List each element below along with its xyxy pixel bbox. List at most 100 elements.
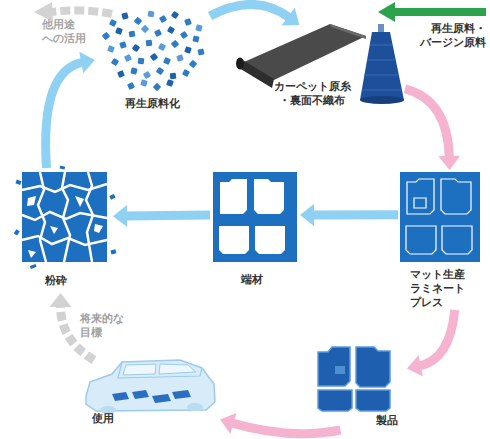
label-group: 製品 xyxy=(376,414,406,428)
arrow-shaft xyxy=(46,62,84,168)
car-mats xyxy=(112,390,191,403)
car-mat xyxy=(112,392,129,401)
crack xyxy=(38,172,46,262)
car-window xyxy=(159,364,196,374)
pellet xyxy=(171,40,179,48)
node-label: 製品 xyxy=(376,414,406,428)
flow-arrow xyxy=(407,310,455,377)
crushed-box xyxy=(22,172,107,262)
fragment xyxy=(30,264,37,269)
arrow-shaft xyxy=(405,89,449,158)
car-window xyxy=(123,364,156,375)
mat-outline xyxy=(442,226,472,254)
pellet xyxy=(195,24,202,31)
heel-pad xyxy=(335,366,345,374)
arrow-head xyxy=(50,293,72,307)
label-group: 粉砕 xyxy=(45,274,75,288)
pellet xyxy=(130,67,137,74)
carpet-roll xyxy=(239,59,274,88)
stage-node: 再生原料化 xyxy=(95,5,210,115)
label-group: 端材 xyxy=(241,273,271,287)
pellet xyxy=(167,26,175,34)
fragment xyxy=(60,166,66,170)
crack xyxy=(86,172,93,262)
car-mat xyxy=(132,390,149,399)
fragment-gap xyxy=(50,226,58,234)
yarn-stripes xyxy=(362,45,401,90)
pellet xyxy=(197,48,204,55)
pellet xyxy=(163,57,171,65)
fragment xyxy=(109,194,115,200)
mat-outline xyxy=(441,179,471,214)
node-label: 再生原料化 xyxy=(95,97,210,111)
pellet xyxy=(176,54,183,61)
pellet xyxy=(109,19,117,27)
free-label: 再生原料・ バージン原料 xyxy=(418,22,486,50)
product-mat xyxy=(318,347,350,386)
car-mat xyxy=(172,390,191,399)
yarn-cone xyxy=(360,32,404,100)
offcut-box xyxy=(213,172,297,262)
crack xyxy=(22,236,107,245)
node-label: マット生産 ラミネート プレス xyxy=(410,268,472,310)
product-mats xyxy=(318,347,390,411)
loose-fragments xyxy=(14,166,117,269)
pellet xyxy=(141,25,149,33)
pellet xyxy=(170,73,177,80)
pellet xyxy=(127,82,135,90)
carpet-sheet xyxy=(244,24,366,80)
flow-arrow xyxy=(220,413,341,434)
pellet xyxy=(166,79,174,87)
pellet xyxy=(119,41,127,49)
yarn-base xyxy=(360,96,404,104)
arrow-head xyxy=(79,52,95,74)
free-label: 他用途 への活用 xyxy=(42,18,88,46)
pellet xyxy=(121,12,128,19)
pellet xyxy=(180,31,188,39)
pellet xyxy=(143,71,151,79)
fragment-gap xyxy=(28,250,36,258)
crush-cracks xyxy=(22,172,107,262)
fragment-gap xyxy=(75,196,84,207)
arrow-head xyxy=(438,156,460,170)
product-mat xyxy=(356,390,390,411)
stage-node: 使用 xyxy=(80,360,220,430)
pellet xyxy=(154,29,162,37)
node-label: カーペット原糸 ・裏面不織布 xyxy=(270,80,354,108)
pellet xyxy=(140,79,147,86)
label-group: マット生産 ラミネート プレス xyxy=(410,268,472,310)
car-beltline xyxy=(118,362,202,378)
stage-node: 製品 xyxy=(312,342,407,430)
mat-outline xyxy=(414,198,426,208)
label-group: 再生原料化 xyxy=(95,97,210,111)
pellet xyxy=(129,31,136,38)
pellet xyxy=(148,11,155,18)
arrow-shaft xyxy=(125,215,210,216)
node-label: 使用 xyxy=(92,412,122,426)
mat-outline xyxy=(407,179,434,214)
pellet xyxy=(171,11,179,19)
pellet xyxy=(156,67,164,75)
pellet xyxy=(153,83,161,91)
carpet-sheet-edge xyxy=(330,24,366,39)
stage-node: 粉砕 xyxy=(18,168,113,293)
pellet xyxy=(158,43,166,51)
mat-hole xyxy=(219,226,249,254)
pellet xyxy=(192,35,199,42)
node-label: 端材 xyxy=(241,273,271,287)
blueprint-mats xyxy=(406,179,472,254)
offcut-holes xyxy=(219,179,285,254)
car-mat xyxy=(152,394,171,403)
mat-hole xyxy=(220,179,247,214)
stage-node: マット生産 ラミネート プレス xyxy=(398,170,484,310)
fragment-gap xyxy=(94,224,103,233)
green-arrow-head xyxy=(378,2,395,22)
flow-arrow xyxy=(300,204,398,226)
label-group: カーペット原糸 ・裏面不織布 xyxy=(270,80,354,108)
pellet xyxy=(115,27,123,35)
arrow-head xyxy=(282,8,300,26)
label-group: 使用 xyxy=(92,412,122,426)
arrow-shaft xyxy=(419,310,455,366)
mat-hole xyxy=(254,179,284,214)
blueprint-box xyxy=(400,172,480,262)
